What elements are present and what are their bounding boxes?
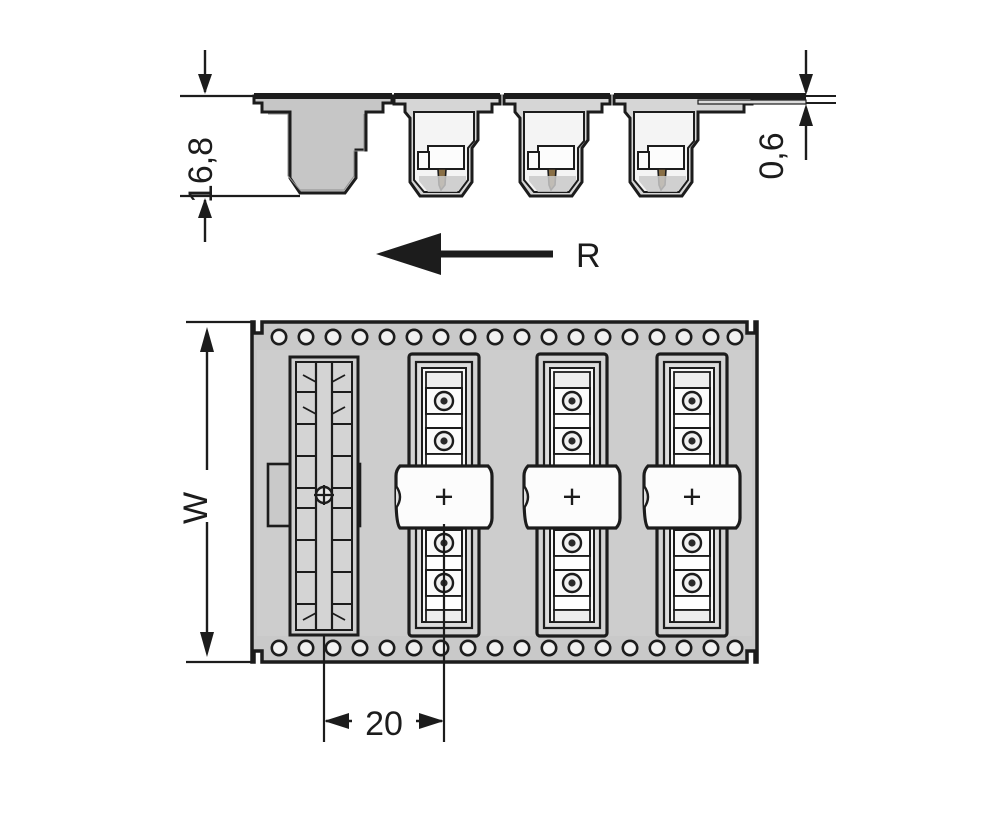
dimension-W: W	[177, 320, 252, 664]
dimension-16-8-label: 16,8	[182, 137, 220, 203]
connector-4-center-cap	[642, 464, 742, 530]
crosshair-marker-3: +	[562, 478, 581, 515]
connector-4-poles-lower	[673, 529, 711, 623]
connector-block-1	[266, 355, 362, 637]
connector-block-3: +	[522, 352, 622, 638]
crosshair-marker-4: +	[682, 478, 701, 515]
section-module-3	[502, 93, 612, 198]
dimension-20-label: 20	[365, 705, 403, 743]
connector-block-4: +	[642, 352, 742, 638]
connector-3-center-cap	[522, 464, 622, 530]
dimension-20: 20	[322, 524, 446, 744]
dimension-0-6: 0,6	[753, 50, 836, 180]
section-module-2	[392, 93, 502, 198]
left-arrow-icon	[376, 233, 441, 275]
bottom-view: +	[250, 320, 759, 664]
cross-section-view	[252, 93, 807, 198]
perforation-row-top	[270, 328, 744, 346]
crosshair-target-icon	[314, 485, 334, 505]
dimension-16-8: 16,8	[180, 50, 300, 242]
perforation-row-bottom	[270, 639, 744, 657]
connector-3-poles-lower	[553, 529, 591, 623]
section-module-4	[612, 93, 806, 198]
reel-direction-label: R	[576, 237, 601, 275]
connector-block-2: +	[394, 352, 494, 638]
connector-2-center-cap	[394, 464, 494, 530]
dimension-W-label: W	[177, 492, 215, 524]
section-module-1	[252, 93, 394, 195]
reel-direction-arrow: R	[376, 233, 601, 275]
dimension-0-6-label: 0,6	[753, 132, 791, 179]
crosshair-marker-2: +	[434, 478, 453, 515]
